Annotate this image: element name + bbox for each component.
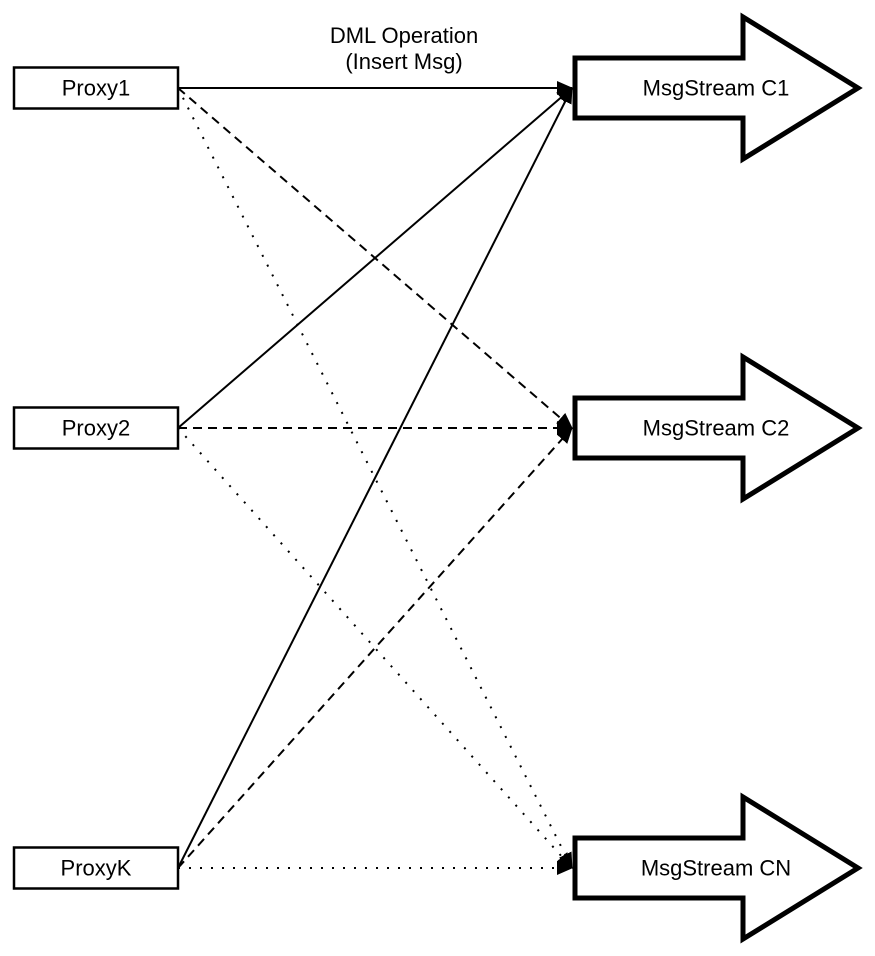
proxyk-node: ProxyK [12, 846, 180, 890]
proxyk-box [12, 846, 180, 890]
proxy1-box [12, 66, 180, 110]
edge-label-line1: DML Operation [330, 23, 478, 48]
proxy2-node: Proxy2 [12, 406, 180, 450]
connection-proxyk-to-msgstream-c1 [177, 87, 573, 869]
proxy2-label: Proxy2 [62, 416, 130, 441]
msgstream-c2-label: MsgStream C2 [643, 416, 790, 441]
connection-proxyk-to-msgstream-c2 [177, 427, 573, 869]
connection-lines [177, 81, 573, 875]
msgstream-c2-arrow-shape [572, 352, 863, 504]
msgstream-cn-arrow-shape [572, 792, 863, 944]
edge-label-line2: (Insert Msg) [345, 49, 462, 74]
proxy1-node: Proxy1 [12, 66, 180, 110]
msgstream-c1-node: MsgStream C1 [572, 12, 863, 164]
msgstream-c2-node: MsgStream C2 [572, 352, 863, 504]
msgstream-c1-label: MsgStream C1 [643, 76, 790, 101]
connection-proxy2-to-msgstream-c1 [177, 87, 573, 429]
msgstream-cn-label: MsgStream CN [641, 856, 791, 881]
msgstream-cn-node: MsgStream CN [572, 792, 863, 944]
proxy2-box [12, 406, 180, 450]
proxyk-label: ProxyK [61, 856, 132, 881]
msgstream-c1-arrow-shape [572, 12, 863, 164]
proxy1-label: Proxy1 [62, 76, 130, 101]
